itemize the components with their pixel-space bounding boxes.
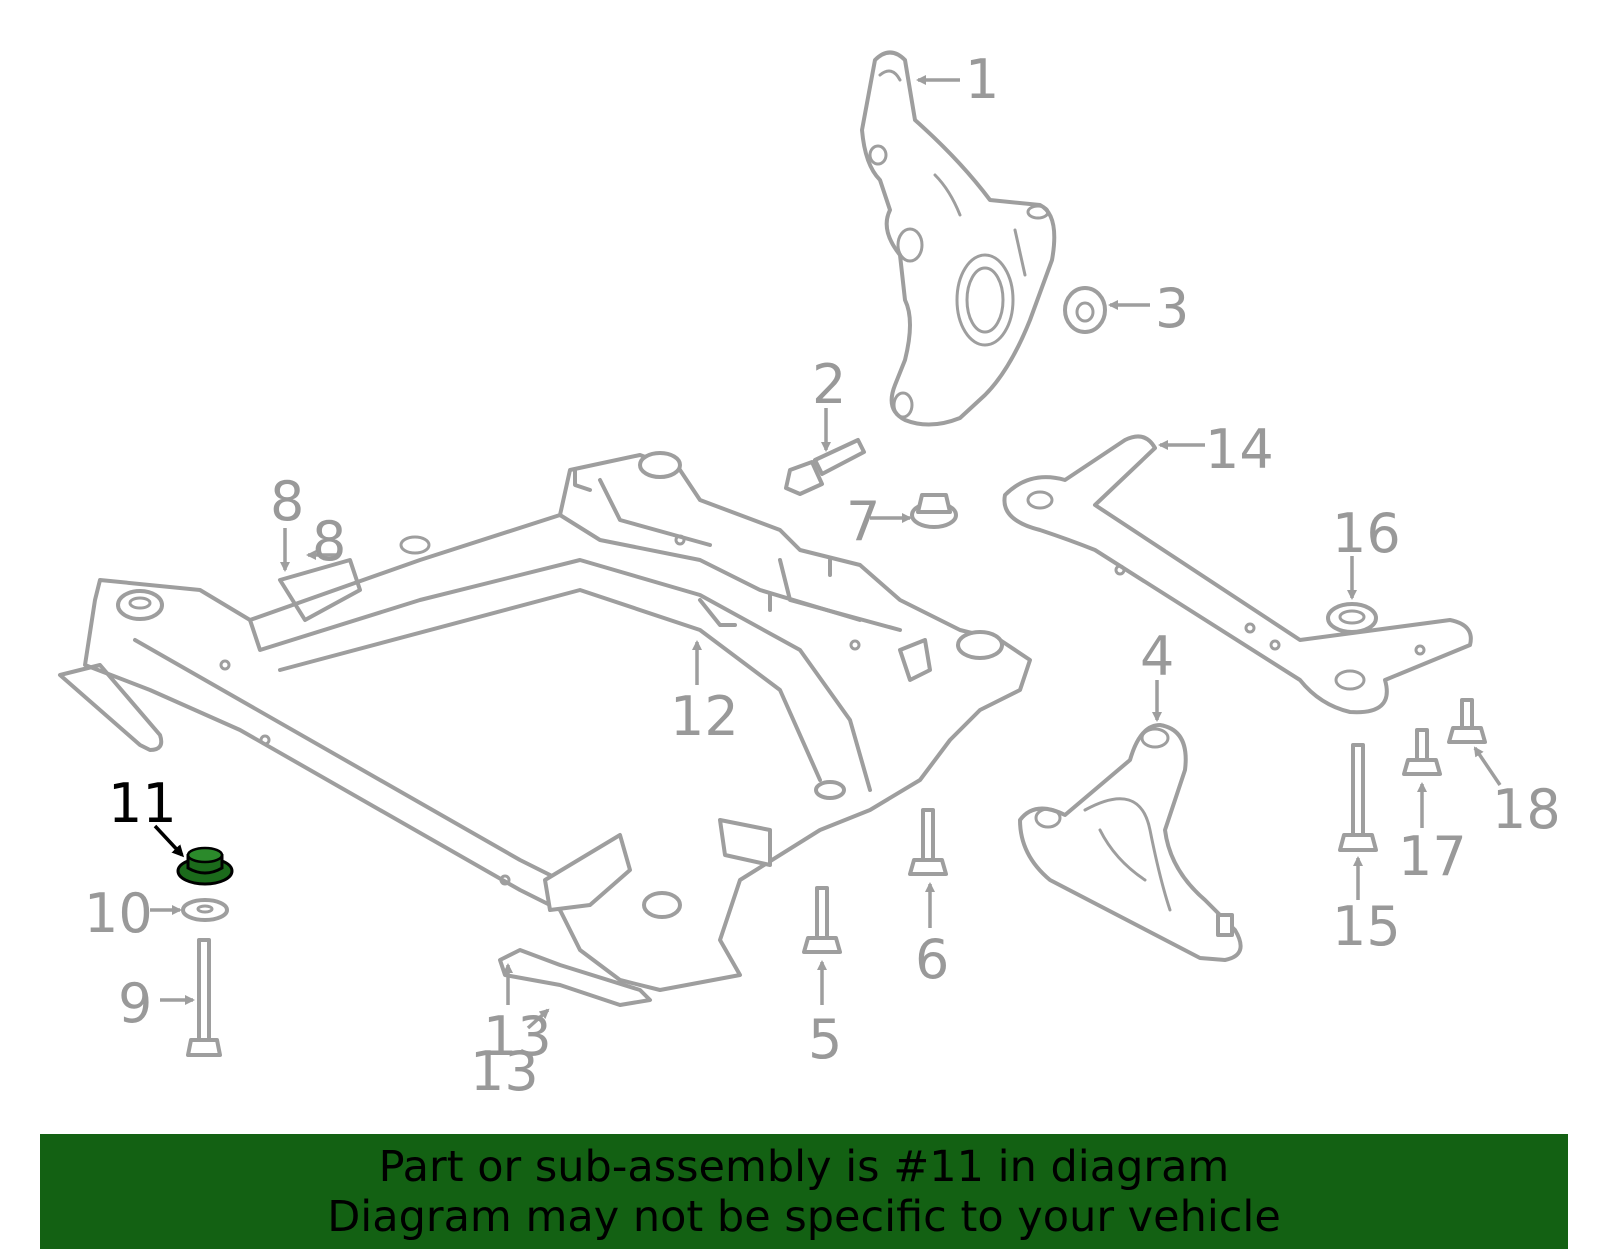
callout-16[interactable]: 16 — [1332, 502, 1401, 565]
part-bushing-3 — [1063, 286, 1107, 334]
part-bolt-9 — [186, 938, 222, 1057]
callout-7[interactable]: 7 — [846, 490, 880, 553]
callout-1[interactable]: 1 — [965, 48, 999, 111]
callout-3[interactable]: 3 — [1155, 277, 1189, 340]
callout-13b[interactable]: 13 — [470, 1040, 539, 1103]
callout-14[interactable]: 14 — [1205, 418, 1274, 481]
part-bolt-15 — [1338, 743, 1378, 852]
part-11-highlighted[interactable] — [176, 846, 234, 886]
part-bolt-2 — [784, 438, 866, 496]
part-nut-7 — [910, 493, 958, 529]
part-bolt-17 — [1402, 728, 1442, 776]
callout-9[interactable]: 9 — [118, 972, 152, 1035]
callout-2[interactable]: 2 — [812, 353, 846, 416]
callout-15[interactable]: 15 — [1332, 895, 1401, 958]
callout-8a[interactable]: 8 — [270, 470, 304, 533]
part-lower-arm-4 — [1018, 723, 1243, 962]
banner-line-2: Diagram may not be specific to your vehi… — [327, 1192, 1281, 1242]
part-bolt-6 — [908, 808, 948, 876]
callout-5[interactable]: 5 — [808, 1008, 842, 1071]
callout-4[interactable]: 4 — [1140, 625, 1174, 688]
part-subframe — [58, 451, 1032, 1007]
callout-6[interactable]: 6 — [915, 928, 949, 991]
callout-10[interactable]: 10 — [84, 882, 153, 945]
part-brace-14 — [1002, 434, 1473, 715]
part-bolt-18 — [1447, 698, 1487, 744]
part-bolt-5 — [802, 886, 842, 954]
part-washer-16 — [1326, 602, 1378, 634]
callout-8b[interactable]: 8 — [312, 510, 346, 573]
info-banner: Part or sub-assembly is #11 in diagram D… — [40, 1134, 1568, 1249]
banner-line-1: Part or sub-assembly is #11 in diagram — [378, 1142, 1230, 1192]
callout-13a[interactable]: 13 — [483, 1005, 552, 1068]
callout-18[interactable]: 18 — [1492, 778, 1561, 841]
parts-diagram: 1 2 3 7 14 16 — [58, 48, 1561, 1103]
callout-12[interactable]: 12 — [670, 685, 739, 748]
part-steering-knuckle — [860, 50, 1057, 427]
part-washer-10 — [181, 898, 229, 922]
callout-11[interactable]: 11 — [108, 772, 177, 835]
callout-17[interactable]: 17 — [1398, 825, 1467, 888]
